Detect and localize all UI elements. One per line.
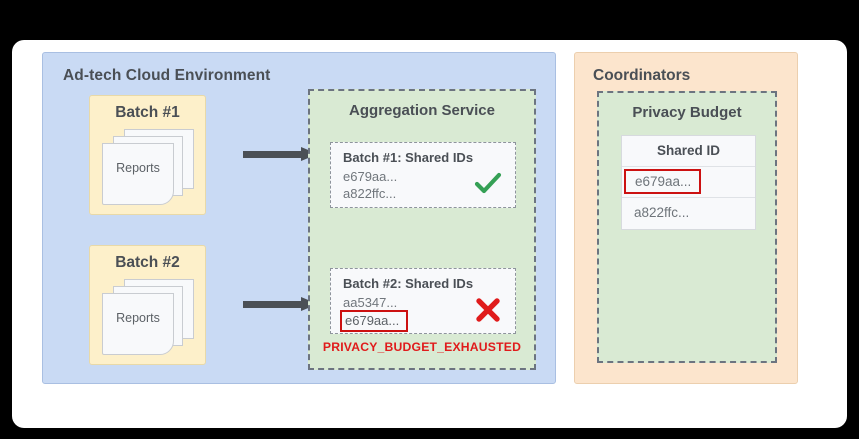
table-row: e679aa... [622, 167, 755, 198]
column-header-shared-id: Shared ID [656, 143, 721, 158]
check-icon [473, 169, 503, 199]
x-icon [473, 295, 503, 325]
shared-id-value: aa5347... [343, 295, 398, 310]
shared-id-value: e679aa... [343, 169, 398, 184]
adtech-cloud-environment-panel: Ad-tech Cloud Environment Batch #1 Repor… [42, 52, 556, 384]
aggregation-service-box: Aggregation Service Batch #1: Shared IDs… [308, 89, 536, 370]
diagram-canvas: Ad-tech Cloud Environment Batch #1 Repor… [12, 40, 847, 428]
reports-label-2: Reports [116, 311, 160, 325]
coordinators-panel: Coordinators Privacy Budget Shared ID e6… [574, 52, 798, 384]
batch-card-1: Batch #1 Reports [89, 95, 206, 215]
privacy-budget-error-message: PRIVACY_BUDGET_EXHAUSTED [322, 340, 522, 354]
coordinators-panel-title: Coordinators [593, 67, 691, 84]
adtech-panel-title: Ad-tech Cloud Environment [63, 67, 271, 84]
aggregation-service-title: Aggregation Service [349, 102, 495, 119]
shared-ids-title-batch2: Batch #2: Shared IDs [343, 276, 474, 291]
report-page-front: Reports [102, 143, 174, 205]
report-page-front: Reports [102, 293, 174, 355]
reports-stack-1: Reports [102, 129, 194, 205]
table-row: a822ffc... [622, 198, 755, 229]
privacy-budget-title: Privacy Budget [632, 104, 742, 121]
table-header-row: Shared ID [622, 136, 755, 167]
shared-id-value-highlighted: e679aa... [340, 310, 409, 332]
shared-ids-box-batch1: Batch #1: Shared IDs e679aa... a822ffc..… [330, 142, 516, 208]
privacy-budget-box: Privacy Budget Shared ID e679aa... a822f… [597, 91, 777, 363]
shared-id-value: a822ffc... [343, 186, 397, 201]
arrow-shaft [243, 301, 303, 308]
privacy-budget-table: Shared ID e679aa... a822ffc... [621, 135, 756, 230]
batch-card-1-title: Batch #1 [115, 104, 180, 121]
batch-card-2: Batch #2 Reports [89, 245, 206, 365]
shared-id-cell-highlighted: e679aa... [624, 169, 702, 194]
batch-card-2-title: Batch #2 [115, 254, 180, 271]
shared-ids-box-batch2: Batch #2: Shared IDs aa5347... e679aa... [330, 268, 516, 334]
shared-id-cell: a822ffc... [634, 205, 690, 220]
arrow-shaft [243, 151, 303, 158]
reports-label-1: Reports [116, 161, 160, 175]
shared-ids-title-batch1: Batch #1: Shared IDs [343, 150, 474, 165]
reports-stack-2: Reports [102, 279, 194, 355]
